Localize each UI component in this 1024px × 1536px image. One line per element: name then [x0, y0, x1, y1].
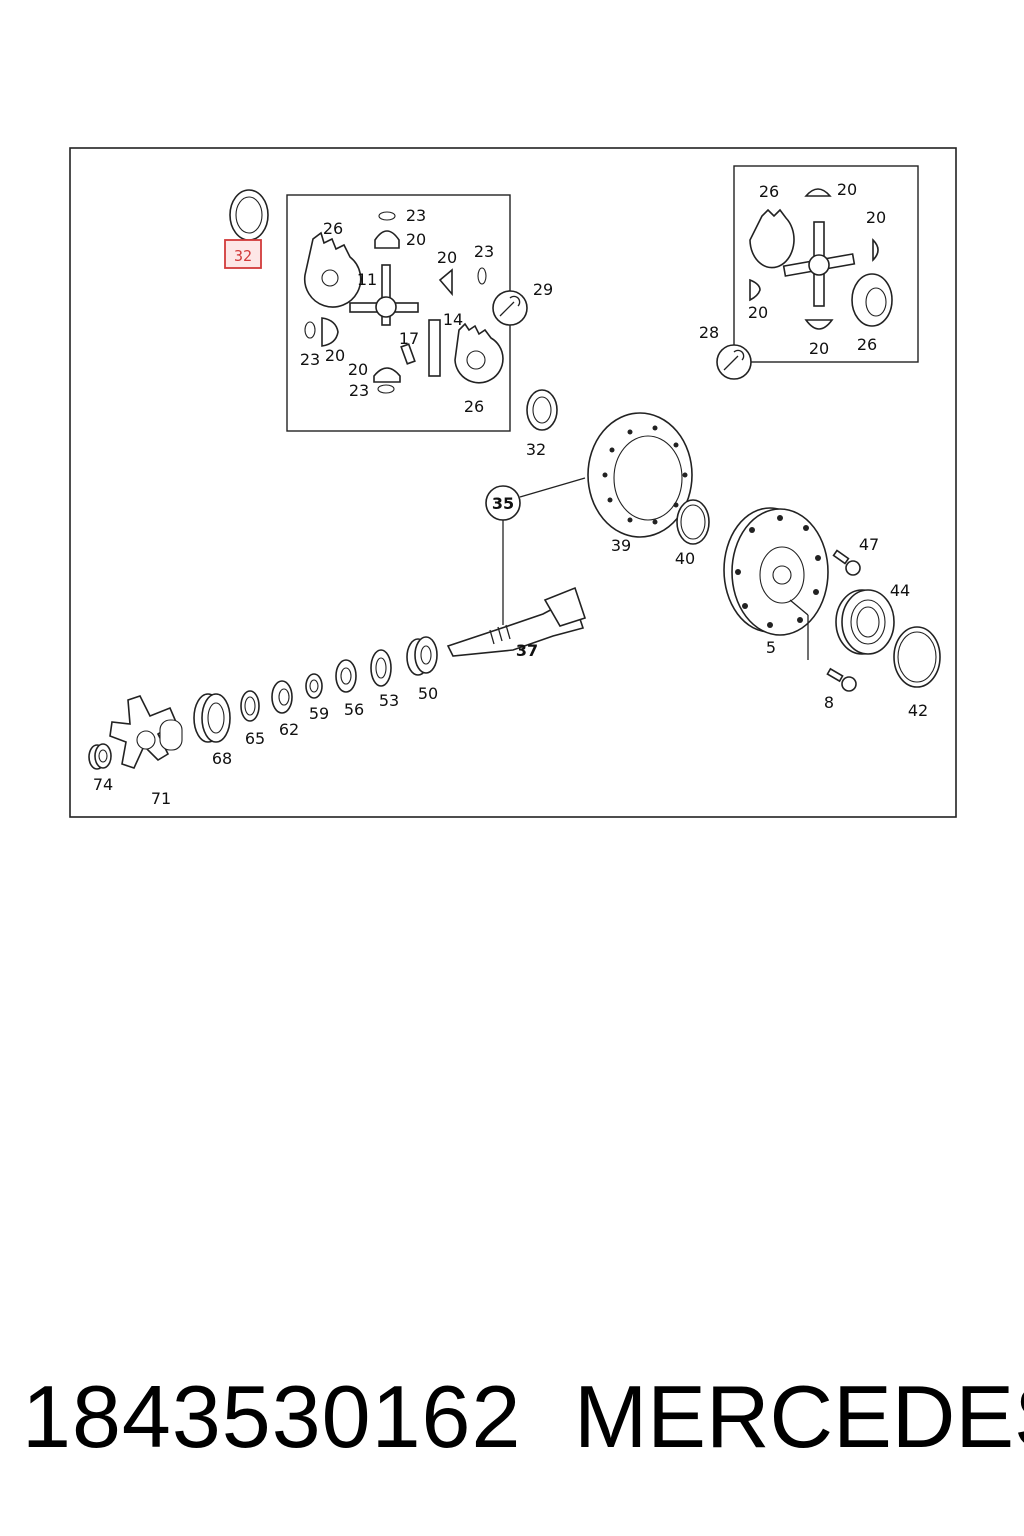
label-35: 35 [492, 494, 514, 513]
ring-gear-39: 39 [587, 412, 693, 555]
wrench-icon: 29 [492, 280, 553, 326]
label-20: 20 [325, 346, 345, 365]
diagram-frame [69, 147, 957, 818]
label-50: 50 [418, 684, 438, 703]
label-59: 59 [309, 704, 329, 723]
flange-71: 71 [109, 695, 183, 808]
label-40: 40 [675, 549, 695, 568]
wrench-icon: 28 [699, 323, 752, 380]
highlight-label: 32 [234, 247, 252, 265]
label-71: 71 [151, 789, 171, 808]
bearing-44: 44 [835, 581, 910, 655]
label-65: 65 [245, 729, 265, 748]
label-23: 23 [300, 350, 320, 369]
label-23: 23 [474, 242, 494, 261]
label-11: 11 [357, 270, 377, 289]
label-68: 68 [212, 749, 232, 768]
seal-68: 68 [193, 693, 232, 768]
label-53: 53 [379, 691, 399, 710]
label-26: 26 [857, 335, 877, 354]
label-20: 20 [809, 339, 829, 358]
pinion-shaft-37: 37 [446, 586, 587, 660]
nut-74: 74 [88, 743, 113, 794]
bolt-47: 47 [832, 535, 879, 576]
label-23: 23 [349, 381, 369, 400]
label-23: 23 [406, 206, 426, 225]
callout-35: 35 [485, 477, 586, 625]
label-29: 29 [533, 280, 553, 299]
parts-diagram: 32 26 23 20 11 20 23 14 [69, 147, 957, 818]
label-20: 20 [748, 303, 768, 322]
label-28: 28 [699, 323, 719, 342]
inset-differential-left: 26 23 20 11 20 23 14 17 23 20 20 23 26 [286, 194, 511, 432]
label-62: 62 [279, 720, 299, 739]
label-26: 26 [759, 182, 779, 201]
label-44: 44 [890, 581, 910, 600]
part-number: 1843530162 [22, 1367, 522, 1466]
seal-42: 42 [893, 626, 941, 720]
label-47: 47 [859, 535, 879, 554]
label-5: 5 [766, 638, 776, 657]
bearing-62: 62 [271, 680, 299, 739]
label-26: 26 [464, 397, 484, 416]
footer: 1843530162 MERCEDES [0, 1362, 1024, 1472]
bearing-50: 50 [406, 636, 438, 703]
washer-53: 53 [370, 649, 399, 710]
spacer-56: 56 [335, 659, 364, 719]
highlighted-part-32[interactable]: 32 [224, 189, 269, 269]
washer-65: 65 [240, 690, 265, 748]
brand-name: MERCEDES [574, 1367, 1024, 1466]
label-20: 20 [866, 208, 886, 227]
label-20: 20 [406, 230, 426, 249]
inset-differential-right: 26 20 20 20 20 26 [733, 165, 919, 363]
label-17: 17 [399, 329, 419, 348]
label-32: 32 [526, 440, 546, 459]
label-26: 26 [323, 219, 343, 238]
nut-59: 59 [305, 673, 329, 723]
label-74: 74 [93, 775, 113, 794]
label-42: 42 [908, 701, 928, 720]
label-56: 56 [344, 700, 364, 719]
label-37: 37 [516, 641, 538, 660]
label-39: 39 [611, 536, 631, 555]
label-20: 20 [348, 360, 368, 379]
bolt-8: 8 [824, 667, 857, 712]
differential-housing-5: 5 [723, 507, 829, 660]
label-20: 20 [437, 248, 457, 267]
label-20: 20 [837, 180, 857, 199]
label-8: 8 [824, 693, 834, 712]
part-32-washer: 32 [526, 389, 558, 459]
ring-40: 40 [675, 499, 710, 568]
label-14: 14 [443, 310, 463, 329]
